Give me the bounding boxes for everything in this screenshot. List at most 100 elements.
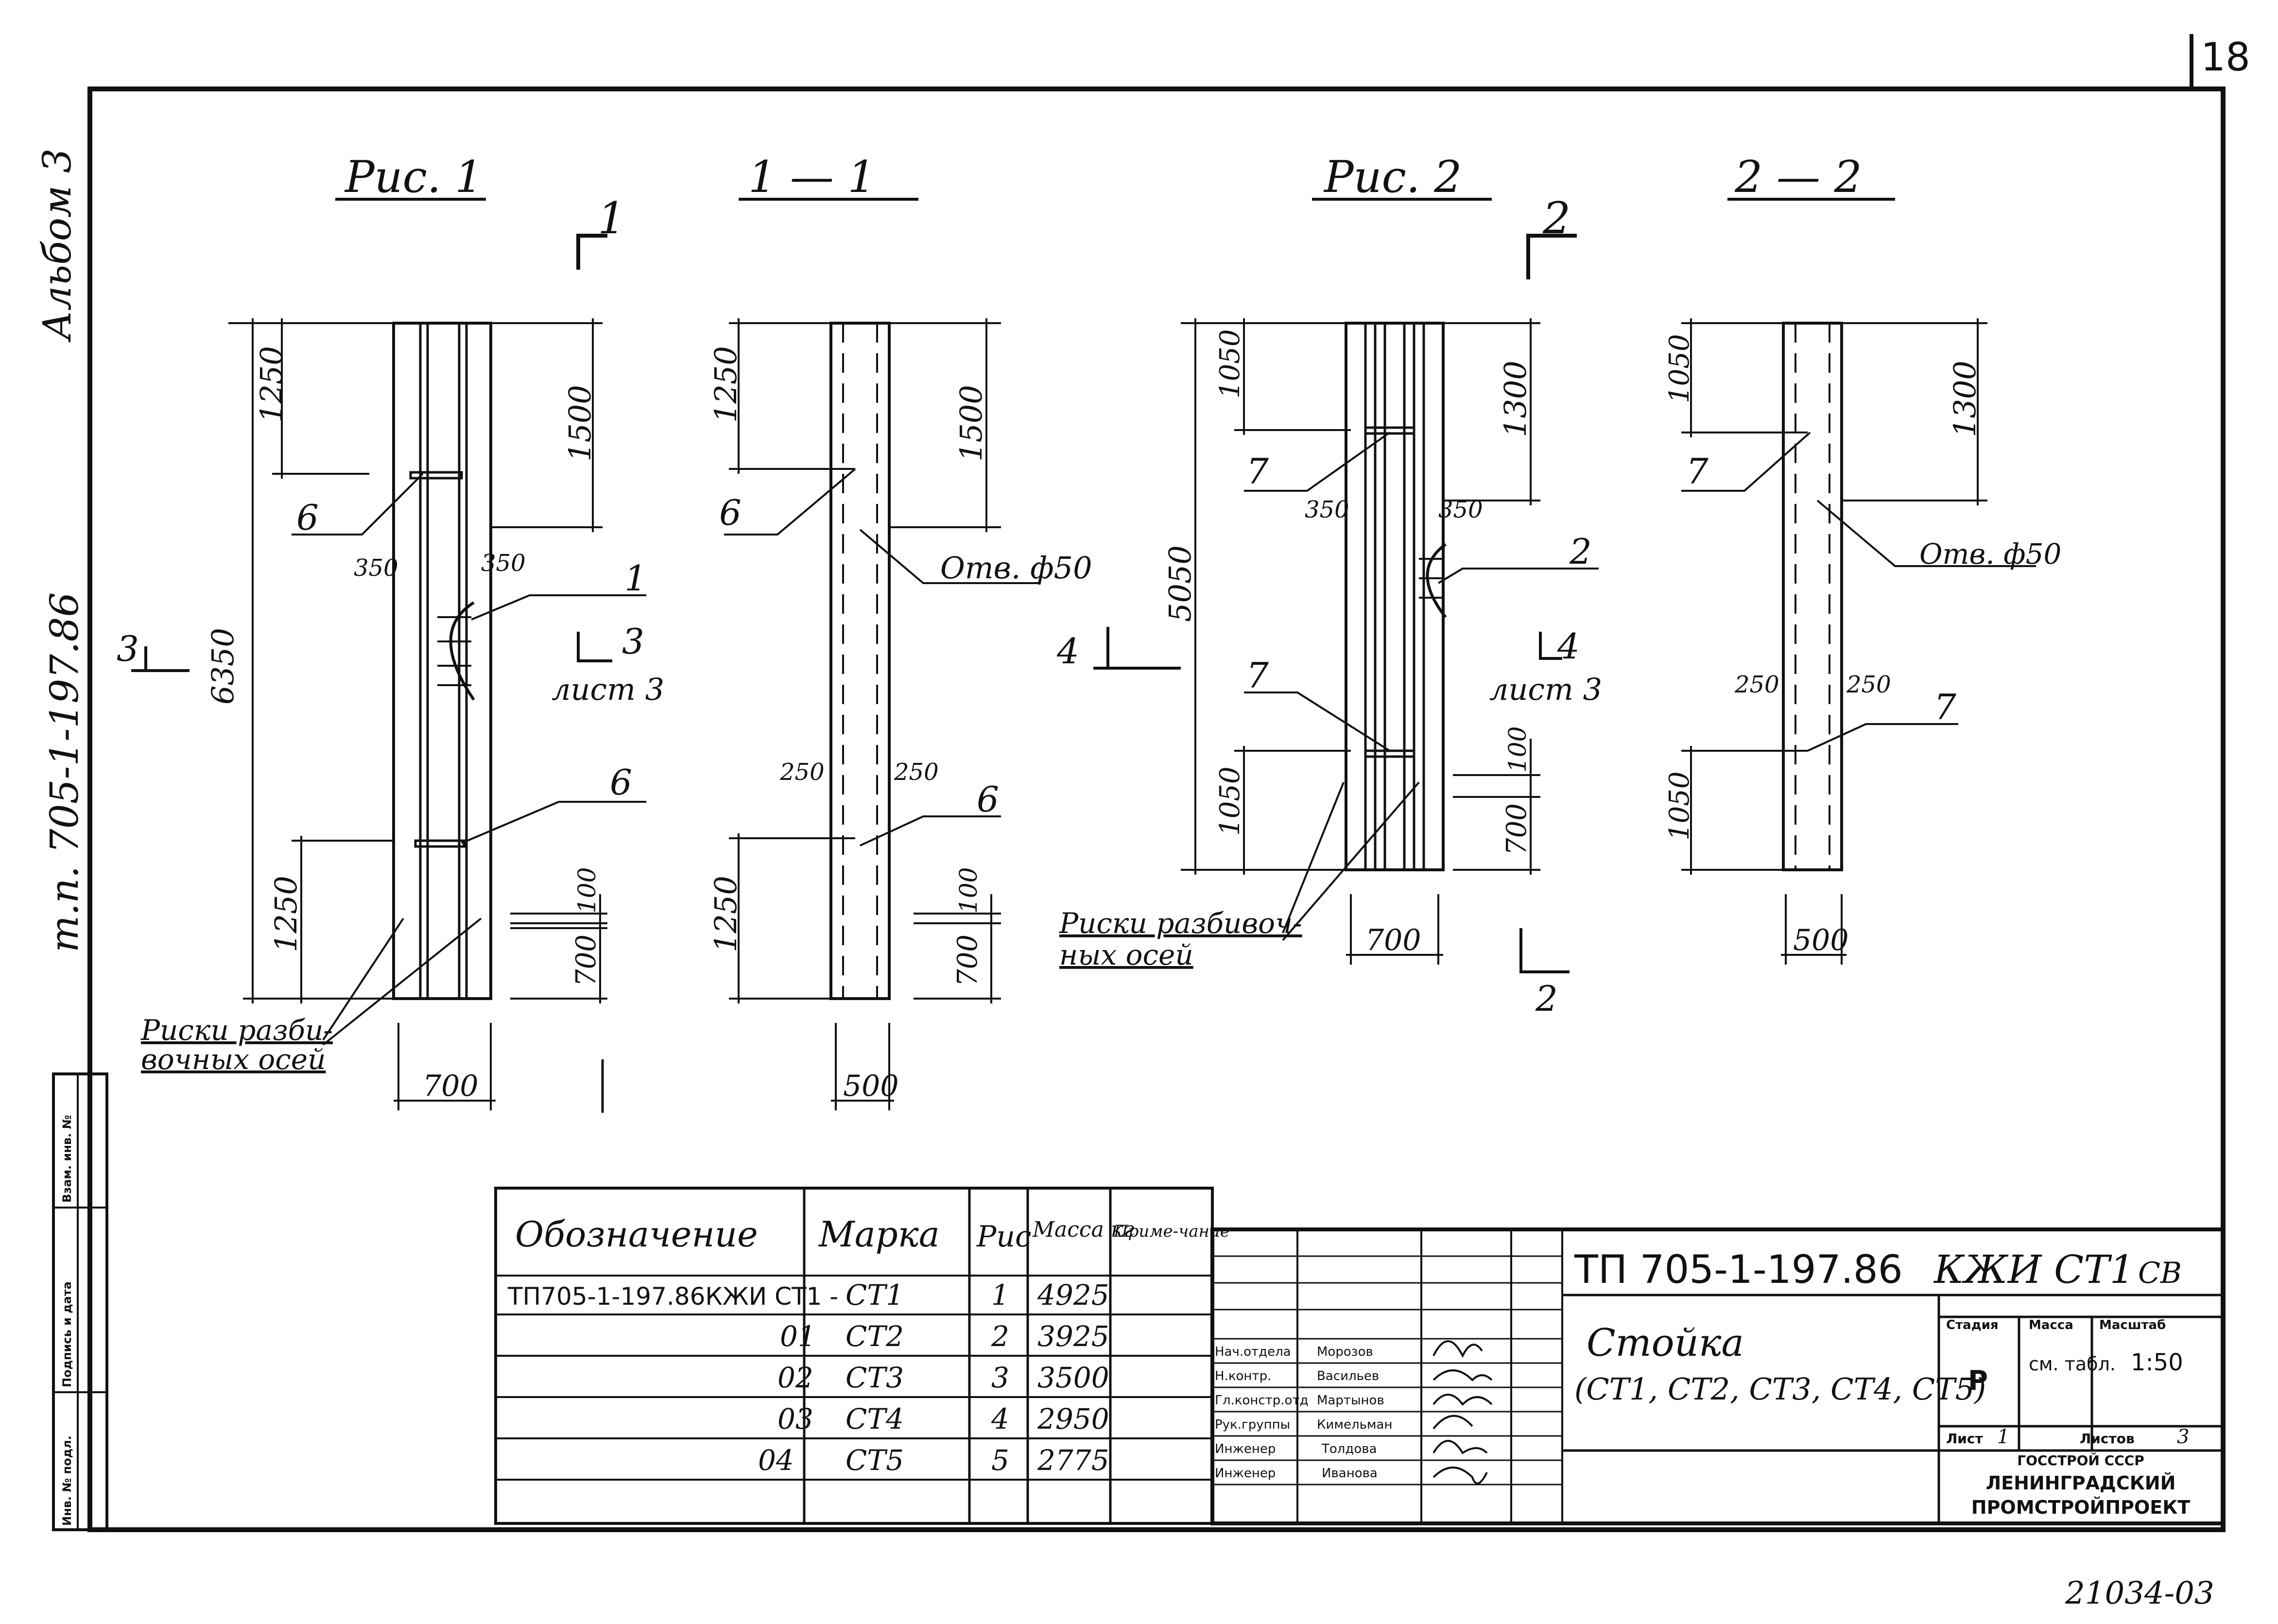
sig-name-2: Васильев	[1317, 1369, 1379, 1383]
fig2-view-mark-right: 4	[1557, 626, 1580, 667]
inventory-number: 21034-03	[2065, 1575, 2214, 1611]
sig-role-5: Инженер	[1215, 1442, 1276, 1456]
org-line-2: ЛЕНИНГРАДСКИЙ	[1986, 1472, 2176, 1494]
fig2-dim-700: 700	[1365, 923, 1421, 957]
series-code-label: т.п. 705-1-197.86	[42, 592, 87, 952]
sheet-frame	[87, 86, 2226, 1532]
doc-suffix: СВ	[2138, 1256, 2182, 1290]
sig-role-3: Гл.констр.отд	[1215, 1393, 1309, 1408]
side-stamp: Инв. № подл. Подпись и дата Взам. инв. №	[52, 1072, 108, 1531]
product-name-sub: (СТ1, СТ2, СТ3, СТ4, СТ5)	[1574, 1371, 1986, 1407]
fig2-axis-note-1: Риски разбивоч-	[1059, 907, 1302, 940]
fig1-dim-700: 700	[423, 1069, 479, 1103]
sig-role-2: Н.контр.	[1215, 1369, 1271, 1383]
fig2-dim-100: 100	[1503, 726, 1532, 773]
sec22-callout-7-bot: 7	[1934, 687, 1956, 727]
sig-name-5: Толдова	[1321, 1442, 1377, 1456]
sig-name-3: Мартынов	[1317, 1393, 1384, 1408]
sec11-callout-6-bot: 6	[977, 779, 999, 820]
spec-row-2-fig: 2	[991, 1320, 1009, 1353]
sec22-dim-250-right: 250	[1846, 671, 1891, 698]
sheet-label: Лист	[1946, 1431, 1983, 1447]
fig1-callout-6-bot: 6	[610, 762, 632, 803]
fig2-dim-700-vert: 700	[1501, 803, 1533, 855]
fig2-dim-5050: 5050	[1162, 545, 1198, 622]
spec-header-mark: Марка	[818, 1214, 940, 1255]
mass-label: Масса	[2029, 1318, 2073, 1332]
sec22-dim-500: 500	[1793, 923, 1849, 957]
fig2-dim-350-left: 350	[1305, 496, 1349, 523]
fig1-view-mark-left: 3	[117, 628, 139, 669]
spec-table: Обозначение Марка Рис Масса кг Приме-чан…	[494, 1187, 1230, 1525]
fig2-view-mark-left: 4	[1056, 631, 1079, 672]
doc-code: ТП 705-1-197.86	[1574, 1247, 1903, 1292]
sig-role-1: Нач.отдела	[1215, 1345, 1291, 1359]
fig2-section-mark-bottom: 2	[1535, 978, 1558, 1019]
sheet-value: 1	[1997, 1426, 2009, 1448]
sec11-dim-1250-top: 1250	[708, 346, 743, 423]
sec22-dim-1050-top: 1050	[1664, 334, 1695, 403]
fig1-dim-1500: 1500	[562, 385, 598, 462]
sig-role-4: Рук.группы	[1215, 1417, 1290, 1432]
sec11-callout-6-top: 6	[719, 492, 742, 533]
spec-row-3-mass: 3500	[1037, 1361, 1109, 1394]
spec-row-4-fig: 4	[991, 1402, 1009, 1435]
sig-name-1: Морозов	[1317, 1345, 1373, 1359]
stamp-replace-label: Взам. инв. №	[60, 1115, 74, 1203]
figure-1: Рис. 1 1 1250 6350 1250 1500 350 350 100…	[117, 152, 664, 1113]
sig-name-4: Кимельман	[1317, 1417, 1392, 1432]
sec22-dim-1300: 1300	[1947, 361, 1983, 437]
fig2-title: Рис. 2	[1323, 152, 1462, 203]
sheets-value: 3	[2177, 1426, 2189, 1448]
stamp-sign-label: Подпись и дата	[60, 1281, 74, 1387]
scale-label: Масштаб	[2099, 1318, 2166, 1332]
sec11-dim-500: 500	[843, 1069, 899, 1103]
spec-row-1-mass: 4925	[1037, 1278, 1109, 1312]
mass-value: см. табл.	[2029, 1353, 2116, 1375]
signature-scribbles	[1432, 1340, 1493, 1485]
sec22-column	[1782, 322, 1843, 871]
scale-value: 1:50	[2131, 1349, 2183, 1376]
fig2-dim-1050-bot: 1050	[1214, 766, 1246, 836]
org-line-3: ПРОМСТРОЙПРОЕКТ	[1971, 1497, 2191, 1518]
title-block: Нач.отдела Морозов Н.контр. Васильев Гл.…	[1210, 1227, 2225, 1525]
sheets-label: Листов	[2080, 1431, 2135, 1447]
fig1-dim-100: 100	[573, 867, 601, 914]
page-number: 18	[2201, 35, 2250, 80]
fig1-dim-350-right: 350	[481, 550, 526, 577]
fig1-callout-1: 1	[624, 558, 647, 599]
spec-row-3-mark: СТ3	[846, 1361, 904, 1394]
fig1-column	[392, 322, 492, 1000]
fig2-callout-2: 2	[1569, 531, 1592, 572]
sec11-dim-700-vert: 700	[952, 934, 984, 986]
spec-row-3-fig: 3	[991, 1361, 1009, 1394]
sec11-dim-1500: 1500	[953, 385, 989, 462]
sec22-hole-label: Отв. ф50	[1919, 537, 2061, 570]
spec-header-designation: Обозначение	[515, 1214, 758, 1255]
stage-value: Р	[1968, 1365, 1988, 1397]
spec-row-3-designation: 02	[777, 1361, 813, 1394]
spec-row-4-mass: 2950	[1037, 1402, 1109, 1435]
spec-header-note: Приме-чание	[1113, 1222, 1230, 1241]
fig1-dim-1250-bot: 1250	[268, 876, 304, 952]
section-2-2: 2 — 2 1050 1050 1300 250 250 500 7 7 Отв…	[1664, 152, 2061, 965]
sig-name-6: Иванова	[1322, 1466, 1378, 1481]
sec11-hole-label: Отв. ф50	[940, 550, 1092, 586]
spec-row-1-fig: 1	[991, 1278, 1009, 1312]
fig1-title: Рис. 1	[344, 152, 483, 203]
product-name: Стойка	[1587, 1321, 1744, 1365]
spec-row-5-mark: СТ5	[846, 1444, 904, 1477]
album-label: Альбом 3	[35, 148, 80, 343]
fig2-dim-1050-top: 1050	[1214, 329, 1246, 398]
spec-row-2-designation: 01	[780, 1320, 816, 1353]
sec11-dim-250-left: 250	[779, 759, 825, 786]
sec22-title: 2 — 2	[1734, 152, 1862, 203]
fig1-view-sheet: лист 3	[552, 672, 664, 707]
spec-row-5-designation: 04	[758, 1444, 794, 1477]
sec22-dim-250-left: 250	[1734, 671, 1779, 698]
figure-2: Рис. 2 2 1050 5050 1050 1300 350 350 100…	[1056, 152, 1602, 1019]
spec-header-fig: Рис	[976, 1220, 1032, 1254]
sec11-dim-100: 100	[954, 867, 983, 914]
fig1-dim-6350: 6350	[205, 628, 241, 705]
